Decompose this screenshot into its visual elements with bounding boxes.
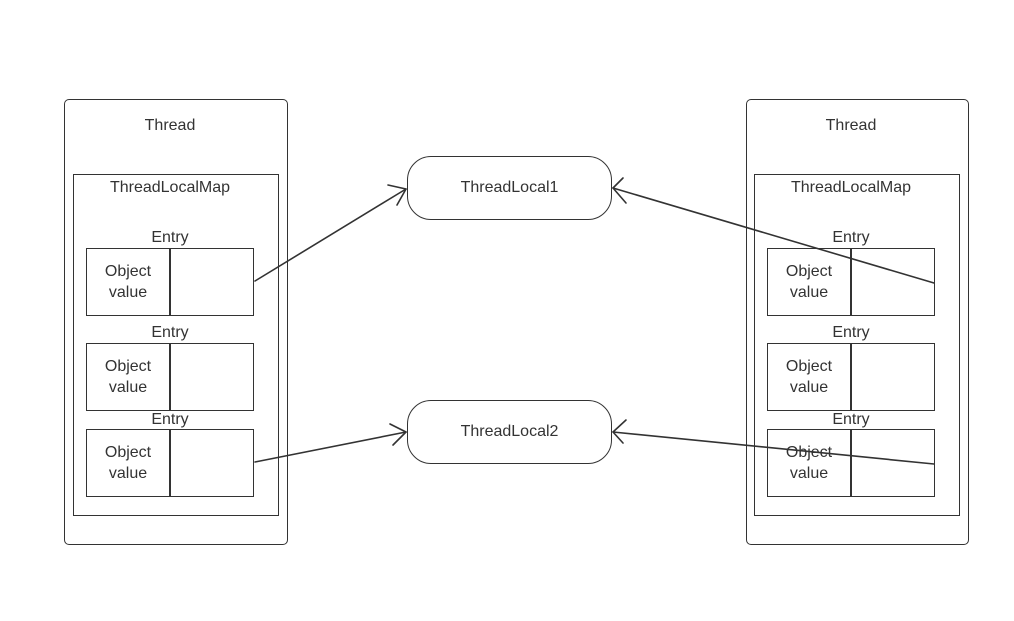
arrowhead-icon — [389, 423, 407, 446]
entry-key-text: Object value — [104, 263, 152, 301]
right-entry-3-label: Entry — [832, 411, 870, 428]
left-threadlocalmap-title: ThreadLocalMap — [109, 179, 231, 196]
right-entry-1: Object value — [767, 248, 935, 316]
left-entry-2-label: Entry — [151, 324, 189, 341]
arrow-left-entry1-to-threadlocal1 — [254, 188, 407, 282]
left-entry-2: Object value — [86, 343, 254, 411]
right-entry-2-label: Entry — [832, 324, 870, 341]
arrow-right-entry3-to-threadlocal2 — [612, 431, 935, 465]
left-thread-title: Thread — [144, 117, 196, 134]
entry-key-text: Object value — [785, 358, 833, 396]
left-entry-1-label: Entry — [151, 229, 189, 246]
entry-key-text: Object value — [785, 263, 833, 301]
threadlocal2-node: ThreadLocal2 — [407, 400, 612, 464]
entry-key-cell: Object value — [768, 344, 852, 410]
entry-key-cell: Object value — [87, 430, 171, 496]
threadlocal1-label: ThreadLocal1 — [460, 179, 559, 196]
left-entry-1: Object value — [86, 248, 254, 316]
right-entry-2: Object value — [767, 343, 935, 411]
arrowhead-icon — [612, 177, 627, 204]
entry-key-cell: Object value — [768, 430, 852, 496]
right-threadlocalmap-title: ThreadLocalMap — [790, 179, 912, 196]
entry-key-text: Object value — [104, 358, 152, 396]
left-entry-3-label: Entry — [151, 411, 189, 428]
entry-key-cell: Object value — [87, 344, 171, 410]
arrow-right-entry1-to-threadlocal1 — [612, 187, 935, 284]
right-thread-title: Thread — [825, 117, 877, 134]
threadlocal1-node: ThreadLocal1 — [407, 156, 612, 220]
entry-key-text: Object value — [785, 444, 833, 482]
threadlocal2-label: ThreadLocal2 — [460, 423, 559, 440]
arrowhead-icon — [387, 184, 407, 206]
arrowhead-icon — [612, 419, 627, 444]
entry-key-text: Object value — [104, 444, 152, 482]
arrow-left-entry3-to-threadlocal2 — [254, 431, 407, 463]
entry-key-cell: Object value — [768, 249, 852, 315]
right-entry-1-label: Entry — [832, 229, 870, 246]
entry-key-cell: Object value — [87, 249, 171, 315]
right-entry-3: Object value — [767, 429, 935, 497]
left-entry-3: Object value — [86, 429, 254, 497]
